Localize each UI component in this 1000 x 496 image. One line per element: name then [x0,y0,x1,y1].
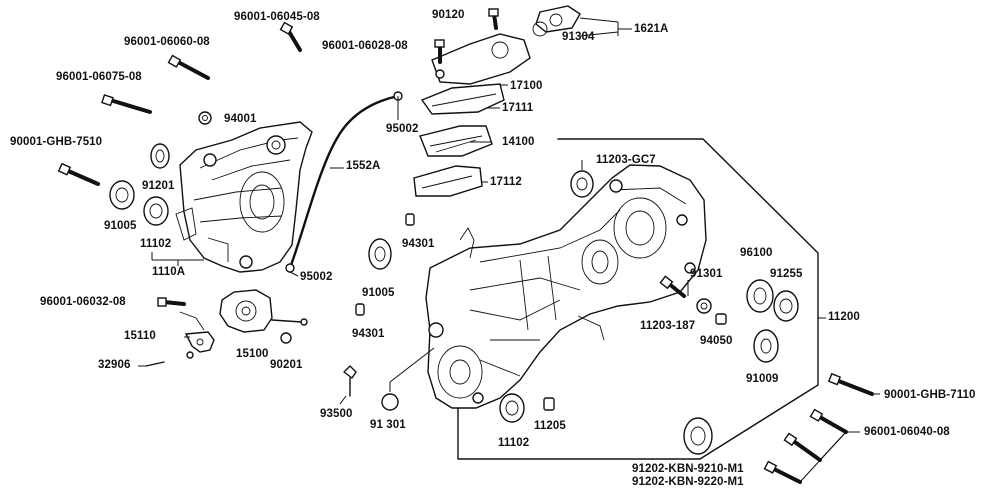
label-94301-top: 94301 [402,238,435,250]
label-91009: 91009 [746,373,779,385]
label-11102-left: 11102 [140,238,172,250]
label-90001-ghb-7110: 90001-GHB-7110 [884,389,976,401]
label-1110a: 1110A [152,266,186,278]
leader-lines [138,17,880,483]
label-91301-right: 91301 [690,268,723,280]
reed-valve-assembly [413,33,531,197]
label-96001-06028-08: 96001-06028-08 [322,40,408,52]
label-91255: 91255 [770,268,803,280]
bearings [109,143,799,455]
oil-pump-bracket [179,311,215,353]
label-32906: 32906 [98,359,131,371]
label-94301-bottom: 94301 [352,328,385,340]
label-96001-06060-08: 96001-06060-08 [124,36,210,48]
label-11205: 11205 [534,420,566,432]
label-93500: 93500 [320,408,353,420]
label-17111: 17111 [502,102,534,114]
small-parts [145,111,727,411]
label-15110: 15110 [124,330,156,342]
label-96100: 96100 [740,247,773,259]
bolts [57,8,874,484]
label-91202-kbn-9210-m1: 91202-KBN-9210-M1 [632,463,744,475]
label-17100: 17100 [510,80,543,92]
label-96001-06045-08: 96001-06045-08 [234,11,320,23]
label-90001-ghb-7510: 90001-GHB-7510 [10,136,103,148]
exhaust-gasket [532,5,581,37]
label-96001-06032-08: 96001-06032-08 [40,296,126,308]
label-94050: 94050 [700,335,733,347]
label-95002-bottom: 95002 [300,271,333,283]
label-15100: 15100 [236,348,269,360]
label-1552a: 1552A [346,160,381,172]
label-90120: 90120 [432,9,465,21]
label-95002-top: 95002 [386,123,419,135]
label-91005-left: 91005 [104,220,137,232]
breather-hose [288,94,400,270]
label-11203-187: 11203-187 [640,320,696,332]
label-91301-bottom: 91 301 [370,419,406,431]
group-boundary-11200 [457,138,819,460]
label-1621a: 1621A [634,23,669,35]
label-11102-bottom: 11102 [498,437,530,449]
label-91304: 91304 [562,31,595,43]
oil-pump [219,289,308,333]
label-91201: 91201 [142,180,175,192]
label-91005-mid: 91005 [362,287,395,299]
left-crankcase-cover [175,121,313,273]
label-11203-gc7: 11203-GC7 [596,154,656,166]
label-90201: 90201 [270,359,303,371]
label-96001-06040-08: 96001-06040-08 [864,426,950,438]
label-96001-06075-08: 96001-06075-08 [56,71,142,83]
label-94001: 94001 [224,113,257,125]
label-91202-kbn-9220-m1: 91202-KBN-9220-M1 [632,476,744,488]
label-14100: 14100 [502,136,535,148]
label-17112: 17112 [490,176,522,188]
main-crankcase [425,164,707,409]
label-11200: 11200 [828,311,860,323]
